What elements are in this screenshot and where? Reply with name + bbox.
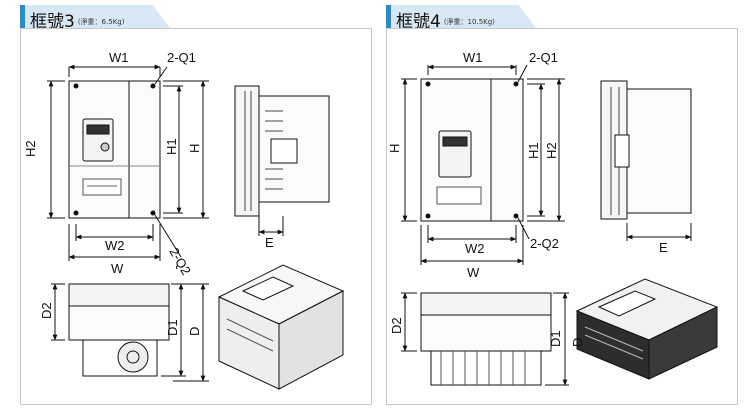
frame-4-tab: 框號4(淨重：10.5Kg) [386,5,536,32]
frame-4-drawing-area: W1 2-Q1 H H1 H2 W2 2-Q2 W E D2 D1 D [386,28,738,405]
label-d2: D2 [39,302,54,319]
isometric-view [217,264,345,390]
frame-4-panel: 框號4(淨重：10.5Kg) [386,5,738,405]
label-h1: H1 [164,138,179,155]
label-h2: H2 [23,140,38,157]
front-view [401,64,565,265]
keypad-knob [100,142,110,152]
side-view [600,80,692,241]
cooling-fan [117,341,149,373]
mounting-hole-top-left [73,83,79,89]
label-h: H [387,144,402,153]
front-view [47,64,209,261]
label-d2: D2 [389,317,404,334]
frame-4-dimension-labels: W1 2-Q1 H H1 H2 W2 2-Q2 W E D2 D1 D [387,50,668,347]
label-q2: 2-Q2 [530,236,559,251]
label-q1: 2-Q1 [529,50,558,65]
frame-4-title: 框號4 [396,12,441,32]
mounting-hole-bottom-right [150,210,156,216]
label-q1: 2-Q1 [167,50,196,65]
label-h1: H1 [526,142,541,159]
tab-accent-bar [386,5,391,28]
label-d1: D1 [165,319,180,336]
label-q2: 2-Q2 [166,245,193,278]
label-d: D [187,327,202,336]
frame-4-drawings: W1 2-Q1 H H1 H2 W2 2-Q2 W E D2 D1 D [387,50,719,386]
tab-shade [25,5,170,28]
keypad-display [442,136,468,147]
frame-4-weight: (淨重：10.5Kg) [443,18,495,26]
label-d1: D1 [548,330,563,347]
frame-3-drawings: W1 2-Q1 H2 H1 H W2 2-Q2 W E D2 D1 D [23,50,345,390]
mounting-hole-bottom-left [73,210,79,216]
tab-shade [391,5,536,28]
nameplate [82,178,122,196]
label-w: W [111,261,124,276]
label-w2: W2 [465,241,485,256]
isometric-view [575,278,719,380]
frame-3-panel: 框號3(淨重：6.5Kg) [20,5,372,405]
label-h: H [187,144,202,153]
mounting-hole-top-right [150,83,156,89]
label-d: D [570,338,585,347]
top-view [401,292,569,386]
label-w: W [467,265,480,280]
label-e: E [265,235,274,250]
label-w1: W1 [109,50,129,65]
top-view [51,283,209,382]
tab-accent-bar [20,5,25,28]
frame-3-weight: (淨重：6.5Kg) [77,18,125,26]
nameplate [436,186,482,205]
label-w1: W1 [463,50,483,65]
side-view [234,85,330,236]
label-e: E [659,240,668,255]
frame-3-tab: 框號3(淨重：6.5Kg) [20,5,170,32]
label-h2: H2 [544,142,559,159]
frame-3-title: 框號3 [30,12,75,32]
frame-3-drawing-area: W1 2-Q1 H2 H1 H W2 2-Q2 W E D2 D1 D [20,28,372,405]
keypad-display [86,124,110,135]
label-w2: W2 [105,238,125,253]
